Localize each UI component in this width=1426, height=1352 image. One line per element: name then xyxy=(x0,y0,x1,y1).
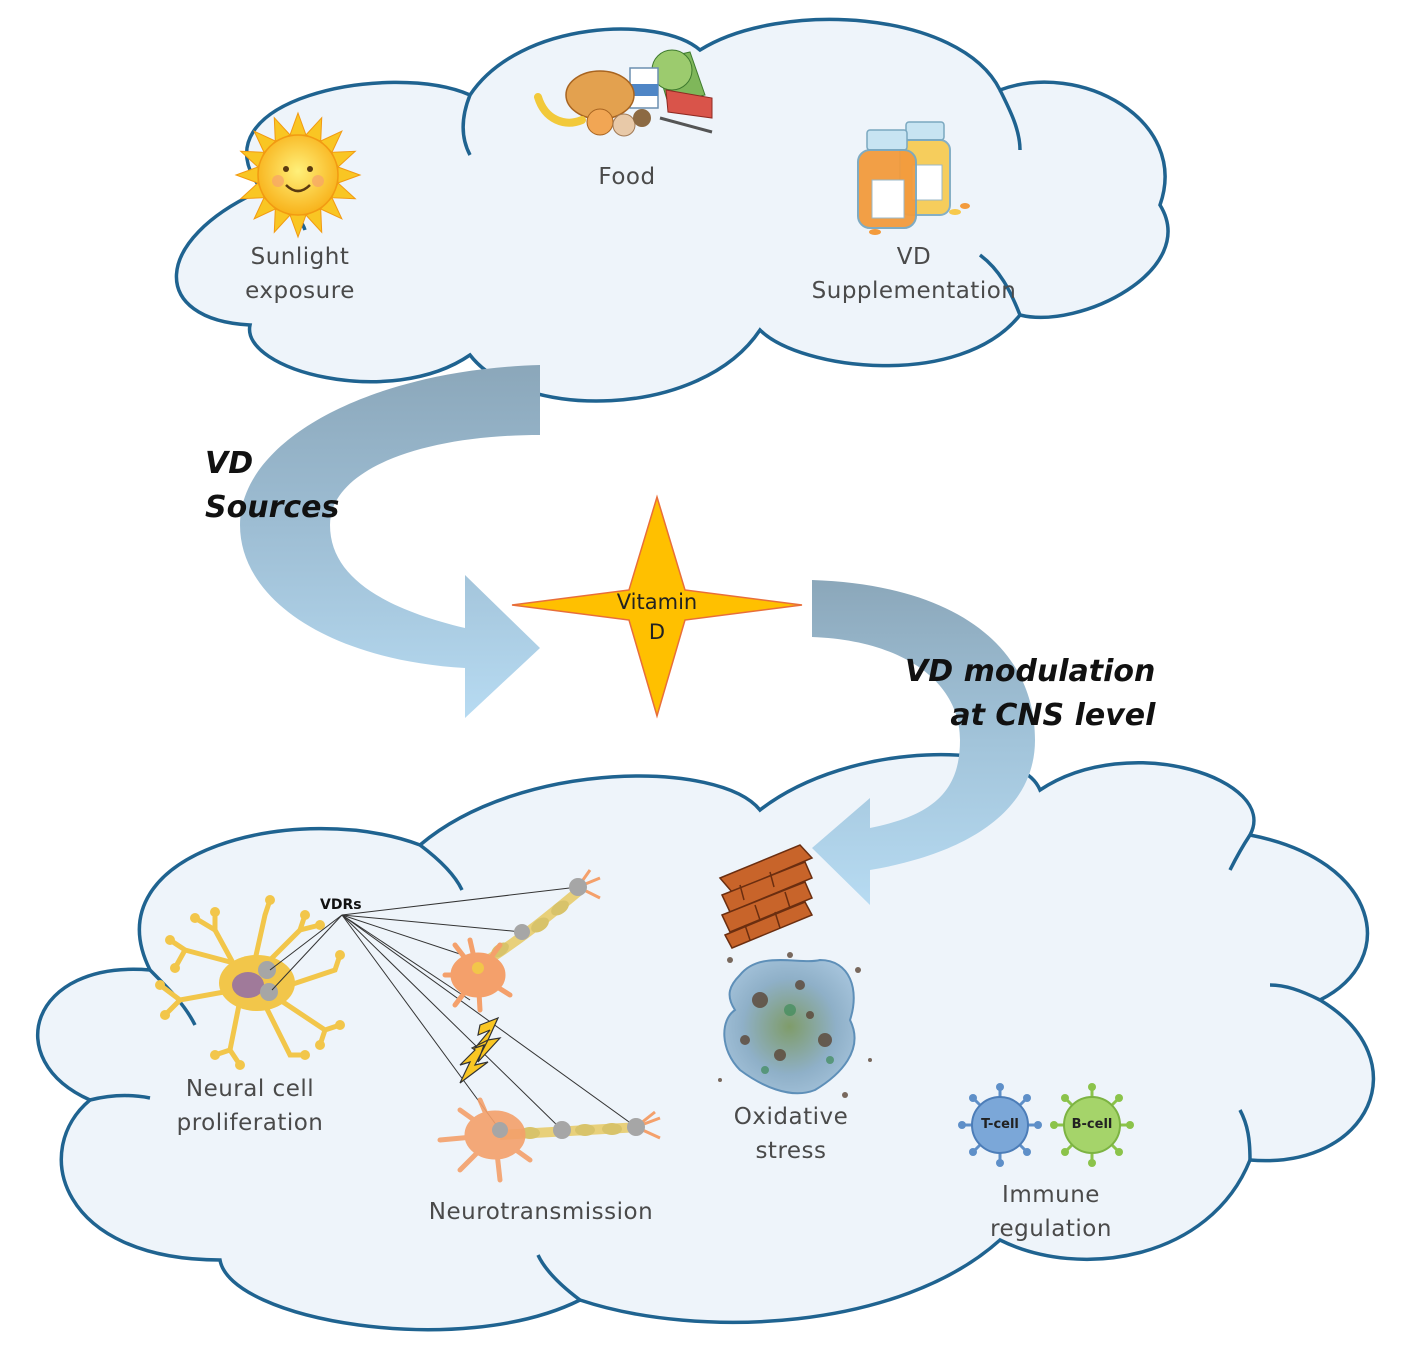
lightning-icon xyxy=(459,1016,502,1084)
brick-wall-icon xyxy=(718,844,814,949)
supplement-bottles-icon xyxy=(857,121,970,235)
oxidative-stress-icon xyxy=(718,952,872,1098)
sources-cloud xyxy=(174,17,1170,403)
vitamin-d-star xyxy=(511,494,803,719)
modulation-arrow xyxy=(812,580,1035,905)
vdr-lines xyxy=(269,886,637,1131)
neuron-upper-icon xyxy=(442,869,601,1013)
t-cell-icon xyxy=(958,1083,1042,1167)
food-label: Food xyxy=(598,164,656,190)
sun-icon xyxy=(234,111,362,239)
sources-arrow xyxy=(240,365,540,718)
neuron-lower-icon xyxy=(437,1097,661,1183)
effects-cloud xyxy=(35,752,1376,1332)
t-cell-label: T-cell xyxy=(981,1117,1019,1132)
neurotransmission-label: Neurotransmission xyxy=(428,1199,654,1225)
neural-cell-icon xyxy=(157,897,343,1068)
b-cell-icon xyxy=(1050,1083,1134,1167)
vdrs-label: VDRs xyxy=(320,897,362,913)
food-icon xyxy=(534,49,713,137)
neural-cell-body xyxy=(155,895,345,1070)
b-cell-label: B-cell xyxy=(1071,1117,1113,1132)
